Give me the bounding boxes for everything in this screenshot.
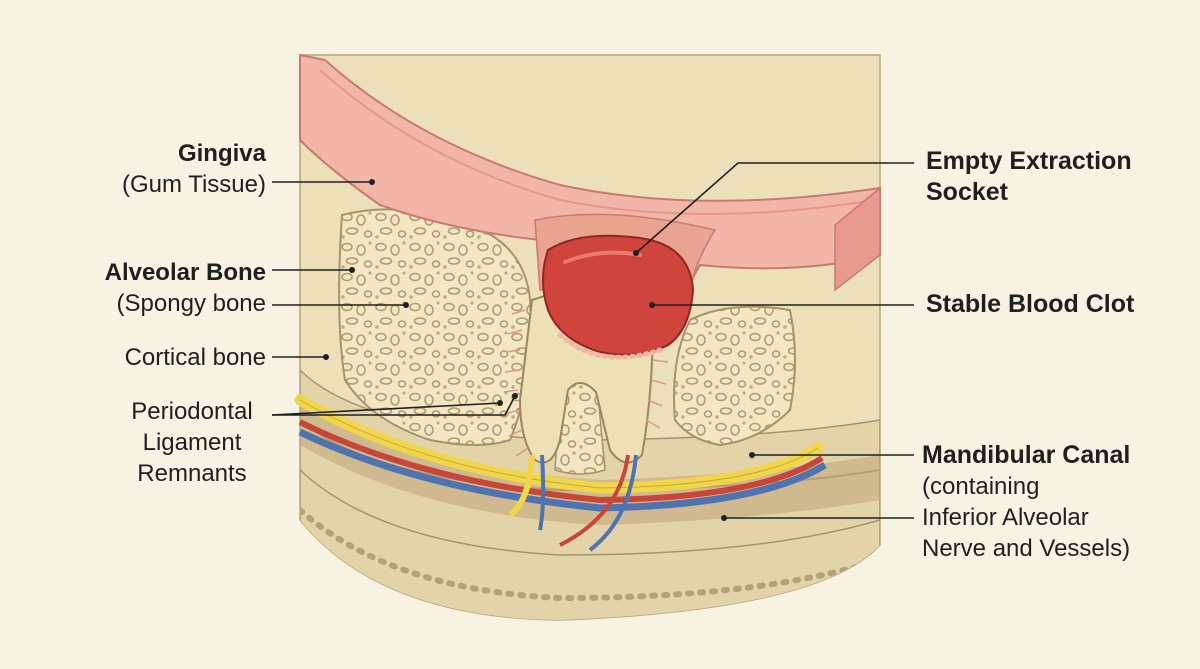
alveolar-bone-subtitle: (Spongy bone [116,290,266,317]
artery [298,419,824,504]
gingiva-subtitle: (Gum Tissue) [121,171,266,198]
clot-label: Stable Blood Clot [926,289,1134,320]
cortical-bone-label: Cortical bone [125,342,266,373]
socket-leader [635,162,914,254]
socket-line1: Empty Extraction [926,147,1132,175]
canal-line3: Nerve and Vessels) [922,535,1131,562]
periodontal-line2: Ligament [142,429,242,456]
periodontal-leader [272,395,516,416]
alveolar-bone-label: Alveolar Bone (Spongy bone [105,257,266,319]
root-nerve [508,454,535,518]
socket-line2: Socket [926,178,1008,206]
gingiva-title: Gingiva [177,140,266,167]
periodontal-label: Periodontal Ligament Remnants [118,396,266,489]
spongy-bone-right [673,305,796,447]
periodontal-line3: Remnants [137,460,247,487]
canal-line2: Inferior Alveolar [922,504,1089,531]
gingiva-band [299,53,881,302]
canal-line1: (containing [922,473,1040,500]
canal-title: Mandibular Canal [922,441,1131,469]
vein [298,428,827,512]
gingiva-label: Gingiva (Gum Tissue) [122,138,266,200]
socket-label: Empty Extraction Socket [926,146,1132,208]
gingiva-edge [834,186,881,292]
root-artery [559,454,630,547]
cortical-bone-text: Cortical bone [124,344,266,371]
root-vein [538,454,546,531]
canal-label: Mandibular Canal (containing Inferior Al… [922,440,1130,564]
periodontal-line1: Periodontal [131,398,253,425]
blood-clot [542,234,695,356]
alveolar-bone-title: Alveolar Bone [104,259,266,286]
clot-text: Stable Blood Clot [926,290,1135,318]
